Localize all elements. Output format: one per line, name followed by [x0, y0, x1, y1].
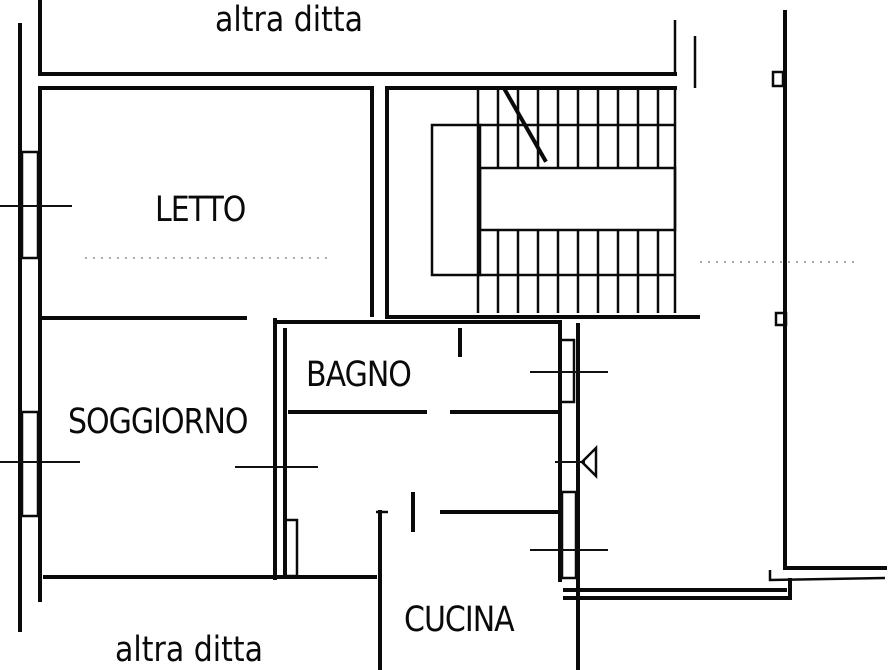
label-bagno: BAGNO — [306, 355, 412, 396]
exterior-wall-right — [768, 10, 887, 582]
window-icon — [20, 410, 40, 518]
label-cucina: CUCINA — [404, 600, 515, 641]
room-cucina — [376, 444, 792, 670]
label-letto: LETTO — [155, 190, 246, 231]
room-soggiorno — [38, 318, 377, 580]
label-soggiorno: SOGGIORNO — [68, 402, 249, 443]
window-icon — [560, 490, 578, 580]
staircase-icon — [496, 87, 660, 313]
room-bagno — [273, 320, 608, 670]
label-neighbor-top: altra ditta — [215, 0, 364, 41]
neighbor-top-boundary — [38, 0, 697, 88]
label-neighbor-bottom: altra ditta — [115, 630, 264, 670]
stairwell — [385, 86, 860, 319]
radiator-icon — [580, 444, 598, 480]
room-letto — [38, 86, 374, 320]
